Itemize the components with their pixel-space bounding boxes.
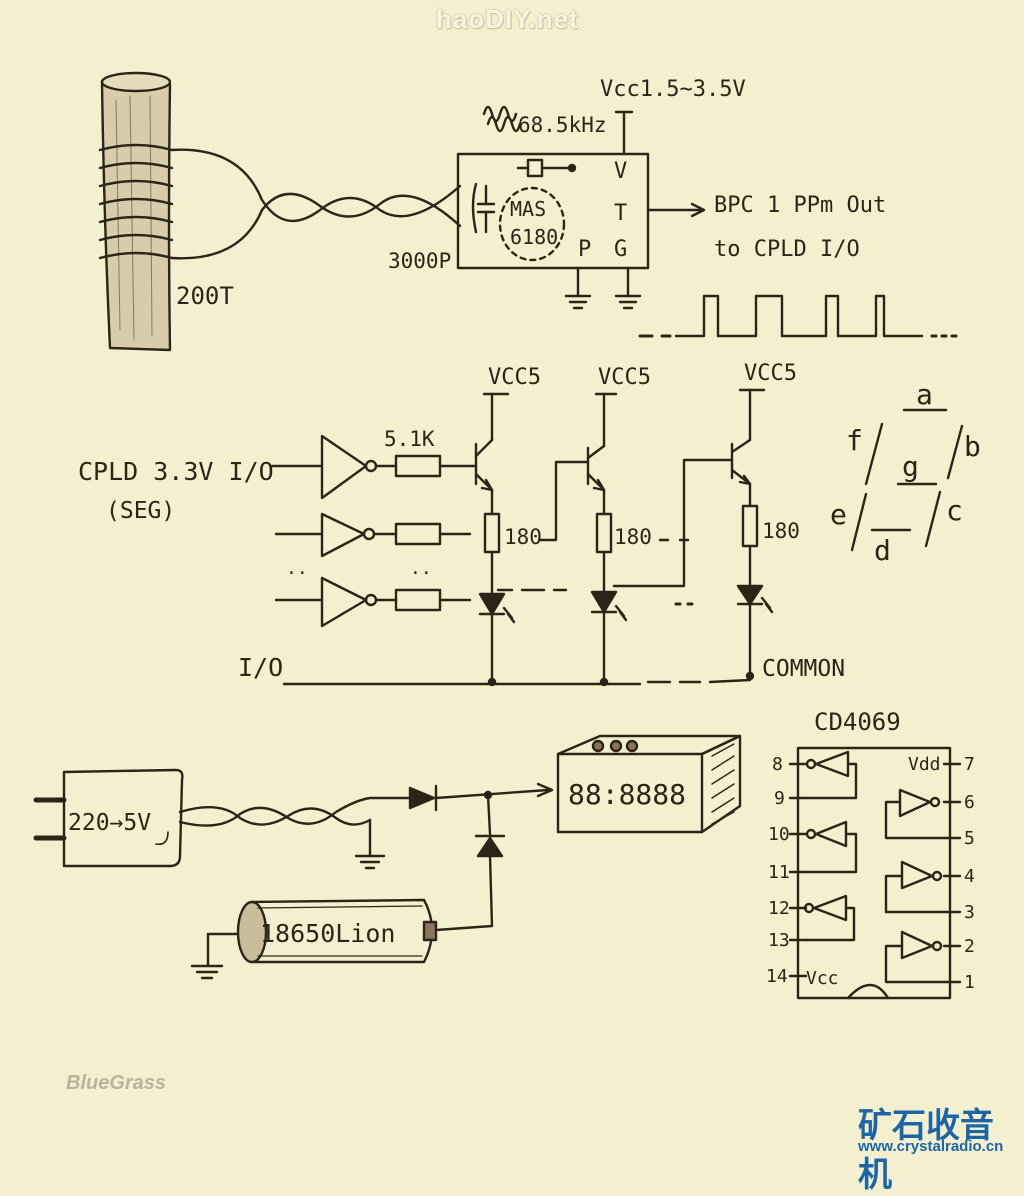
pin-number: 5 xyxy=(964,828,975,849)
cd4069-right-pin-numbers: 7 6 5 4 3 2 1 xyxy=(964,754,975,993)
vcc5-label-3: VCC5 xyxy=(744,361,797,386)
pin-number: 13 xyxy=(768,930,790,951)
pin-p-label: P xyxy=(578,237,591,262)
common-bus xyxy=(282,678,752,686)
pin-v-label: V xyxy=(614,159,627,184)
diode-battery xyxy=(434,793,506,932)
pin-number: 10 xyxy=(768,824,790,845)
chip-name-line1: MAS xyxy=(510,197,546,221)
cd4069-left-pin-numbers: 8 9 10 11 12 13 14 xyxy=(766,754,790,987)
crystal-symbol xyxy=(482,105,522,133)
pin-number: 9 xyxy=(774,788,785,809)
adapter-label: 220→5V xyxy=(68,810,151,836)
battery-label: 18650Lion xyxy=(260,919,395,948)
cpld-io-label: CPLD 3.3V I/O xyxy=(78,457,274,486)
pin-number: 8 xyxy=(772,754,783,775)
power-adapter xyxy=(33,768,184,868)
vcc5-label-1: VCC5 xyxy=(488,365,541,390)
base-resistor-label: 5.1K xyxy=(384,427,435,451)
cd4069-vcc-label: Vcc xyxy=(806,968,839,989)
vcc-range-label: Vcc1.5~3.5V xyxy=(600,77,746,102)
pin-number: 11 xyxy=(768,862,790,883)
led-resistor-label-3: 180 xyxy=(762,519,800,543)
cd4069-title: CD4069 xyxy=(814,708,901,736)
ellipsis-mid: .. xyxy=(410,558,432,579)
watermark-haodiy: haoDIY.net xyxy=(436,4,579,34)
led-resistor-label-1: 180 xyxy=(504,525,542,549)
led-resistor-label-2: 180 xyxy=(614,525,652,549)
pin-number: 3 xyxy=(964,902,975,923)
pin-number: 1 xyxy=(964,972,975,993)
pin-t-label: T xyxy=(614,201,627,226)
ferrite-rod-antenna xyxy=(98,71,174,352)
pin-g-label: G xyxy=(614,237,627,262)
output-label-line2: to CPLD I/O xyxy=(714,237,860,262)
pulse-waveform xyxy=(638,294,958,338)
display-digits-label: 88:8888 xyxy=(568,778,686,811)
pin-number: 2 xyxy=(964,936,975,957)
power-twisted-pair xyxy=(178,796,412,870)
output-label-line1: BPC 1 PPm Out xyxy=(714,193,886,218)
segment-e-label: e xyxy=(830,498,847,531)
transistor-column-1 xyxy=(474,392,516,687)
pin-number: 4 xyxy=(964,866,975,887)
common-label: COMMON xyxy=(762,656,845,682)
segment-d-label: d xyxy=(874,534,891,567)
segment-g-label: g xyxy=(902,450,919,483)
cd4069-chip xyxy=(788,746,962,1000)
diode-series xyxy=(408,782,554,812)
cross-connections xyxy=(496,458,734,606)
vcc5-label-2: VCC5 xyxy=(598,365,651,390)
inverter-buffers xyxy=(270,434,478,628)
segment-b-label: b xyxy=(964,430,981,463)
coil-turns-label: 200T xyxy=(176,282,234,310)
author-signature: BlueGrass xyxy=(66,1072,167,1094)
twisted-pair-antenna xyxy=(170,148,462,260)
capacitor-value-label: 3000P xyxy=(388,249,451,273)
crystal-frequency-label: 68.5kHz xyxy=(518,113,607,137)
output-arrow xyxy=(646,202,706,218)
vcc-supply-pin xyxy=(614,110,634,156)
seven-segment-map xyxy=(850,408,964,552)
pin-number: 12 xyxy=(768,898,790,919)
transistor-column-2 xyxy=(586,392,628,687)
ellipsis-left: .. xyxy=(286,558,308,579)
pin-number: 14 xyxy=(766,966,788,987)
segment-f-label: f xyxy=(846,424,863,457)
clock-display-module xyxy=(556,734,742,834)
segment-c-label: c xyxy=(946,494,963,527)
ground-symbols-receiver xyxy=(564,266,642,310)
io-label: I/O xyxy=(238,653,283,682)
schematic-canvas: 200T 3000P MAS 6180 V T G P 68.5kHz Vcc1… xyxy=(33,71,981,1000)
pin-number: 7 xyxy=(964,754,975,775)
pin-number: 6 xyxy=(964,792,975,813)
battery-18650 xyxy=(190,898,438,980)
site-url: www.crystalradio.cn xyxy=(858,1138,1004,1155)
cpld-seg-label: (SEG) xyxy=(106,498,175,524)
chip-name-line2: 6180 xyxy=(510,225,558,249)
segment-a-label: a xyxy=(916,378,933,411)
cd4069-vdd-label: Vdd xyxy=(908,754,941,775)
